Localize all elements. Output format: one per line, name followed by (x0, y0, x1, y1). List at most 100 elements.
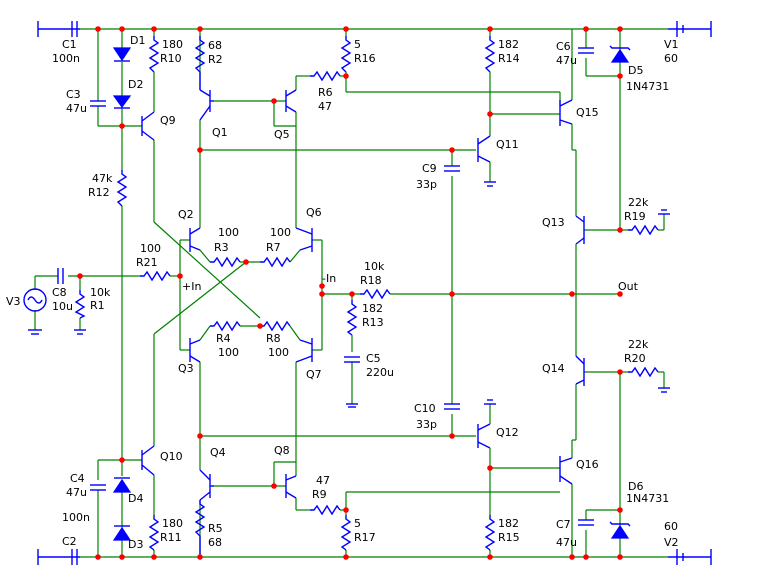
q13-ref: Q13 (542, 216, 565, 229)
r6-ref: R6 (318, 86, 333, 99)
d1-ref: D1 (130, 34, 145, 47)
v1-ref: V1 (664, 38, 679, 51)
c6-value: 47u (556, 54, 577, 67)
c2-ref: C2 (62, 535, 77, 548)
r3-value: 100 (218, 226, 239, 239)
d3-ref: D3 (128, 538, 143, 551)
labels: C1 100n 100n C2 C3 47u C4 47u C5 220u C6… (6, 34, 679, 551)
r5-value: 68 (208, 536, 222, 549)
q15-ref: Q15 (576, 106, 599, 119)
r17-ref: R17 (354, 531, 376, 544)
q7-ref: Q7 (306, 368, 322, 381)
r15-value: 182 (498, 517, 519, 530)
d6-value: 1N4731 (626, 492, 669, 505)
c9-value: 33p (416, 178, 437, 191)
c1-value: 100n (52, 52, 80, 65)
c8-ref: C8 (52, 286, 67, 299)
q1-ref: Q1 (212, 126, 228, 139)
r17-value: 5 (354, 517, 361, 530)
d5-ref: D5 (628, 64, 643, 77)
plus-in-label: +In (182, 280, 201, 293)
r12-ref: R12 (88, 186, 110, 199)
r18-ref: R18 (360, 274, 382, 287)
horizontal-resistors (140, 70, 659, 516)
r14-ref: R14 (498, 52, 520, 65)
d6-ref: D6 (628, 480, 643, 493)
r10-ref: R10 (160, 52, 182, 65)
d2-ref: D2 (128, 78, 143, 91)
d5-value: 1N4731 (626, 80, 669, 93)
c3-value: 47u (66, 102, 87, 115)
r2-value: 68 (208, 39, 222, 52)
r5-ref: R5 (208, 522, 223, 535)
r12-value: 47k (92, 172, 113, 185)
r2-ref: R2 (208, 53, 223, 66)
q14-ref: Q14 (542, 362, 565, 375)
r10-value: 180 (162, 38, 183, 51)
r15-ref: R15 (498, 531, 520, 544)
minus-in-label: -In (322, 272, 336, 285)
r19-value: 22k (628, 196, 649, 209)
q11-ref: Q11 (496, 138, 519, 151)
vertical-resistors (74, 36, 496, 557)
c7-value: 47u (556, 536, 577, 549)
transistors (141, 89, 585, 501)
r8-value: 100 (268, 346, 289, 359)
c1-ref: C1 (62, 38, 77, 51)
c3-ref: C3 (66, 88, 81, 101)
r19-ref: R19 (624, 210, 646, 223)
q5-ref: Q5 (274, 128, 290, 141)
r4-value: 100 (218, 346, 239, 359)
junction-nodes (77, 26, 623, 560)
r4-ref: R4 (216, 332, 231, 345)
r3-ref: R3 (214, 241, 229, 254)
d4-ref: D4 (128, 492, 143, 505)
r20-ref: R20 (624, 352, 646, 365)
r21-ref: R21 (136, 256, 158, 269)
r20-value: 22k (628, 338, 649, 351)
r1-ref: R1 (90, 299, 105, 312)
q6-ref: Q6 (306, 206, 322, 219)
components (23, 21, 712, 565)
v1-value: 60 (664, 52, 678, 65)
q12-ref: Q12 (496, 426, 519, 439)
q9-ref: Q9 (160, 114, 176, 127)
c2-value: 100n (62, 511, 90, 524)
r7-value: 100 (270, 226, 291, 239)
r13-ref: R13 (362, 316, 384, 329)
q2-ref: Q2 (178, 208, 194, 221)
c5-value: 220u (366, 366, 394, 379)
q16-ref: Q16 (576, 458, 599, 471)
r9-ref: R9 (312, 488, 327, 501)
r8-ref: R8 (266, 332, 281, 345)
c7-ref: C7 (556, 518, 571, 531)
c4-value: 47u (66, 486, 87, 499)
c10-value: 33p (416, 418, 437, 431)
r1-value: 10k (90, 286, 111, 299)
r14-value: 182 (498, 38, 519, 51)
c4-ref: C4 (70, 472, 85, 485)
q10-ref: Q10 (160, 450, 183, 463)
q8-ref: Q8 (274, 444, 290, 457)
c5-ref: C5 (366, 352, 381, 365)
r7-ref: R7 (266, 241, 281, 254)
c8-value: 10u (52, 300, 73, 313)
q4-ref: Q4 (210, 446, 226, 459)
v3-ref: V3 (6, 295, 21, 308)
r16-value: 5 (354, 38, 361, 51)
v2-ref: V2 (664, 536, 679, 549)
r13-value: 182 (362, 302, 383, 315)
out-label: Out (618, 280, 639, 293)
r16-ref: R16 (354, 52, 376, 65)
r21-value: 100 (140, 242, 161, 255)
c6-ref: C6 (556, 40, 571, 53)
r9-value: 47 (316, 474, 330, 487)
c10-ref: C10 (414, 402, 436, 415)
q3-ref: Q3 (178, 362, 194, 375)
v2-value: 60 (664, 520, 678, 533)
c9-ref: C9 (422, 162, 437, 175)
r11-value: 180 (162, 517, 183, 530)
r18-value: 10k (364, 260, 385, 273)
